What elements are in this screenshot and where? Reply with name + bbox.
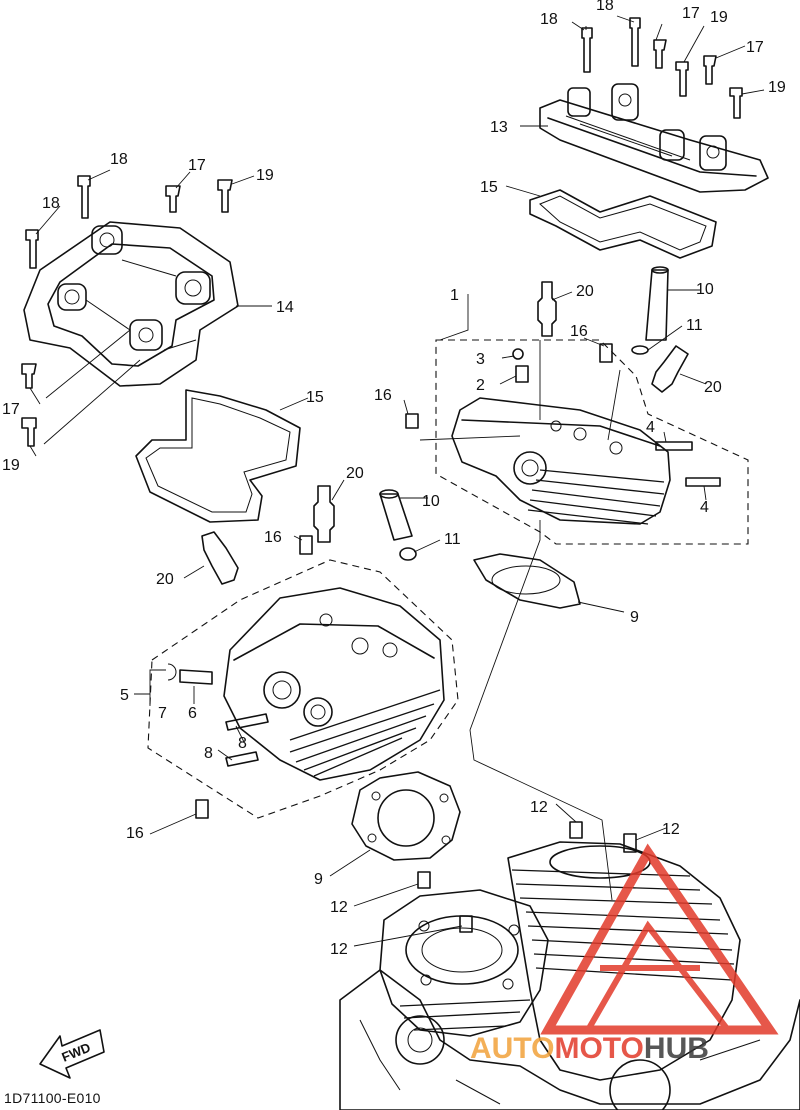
- rear-gasket-top: [529, 189, 717, 259]
- callout-13: 13: [490, 119, 508, 136]
- callout-8: 8: [204, 745, 213, 762]
- front-gasket-top: [135, 389, 301, 523]
- automotohub-watermark-logo: AUTOMOTOHUB: [470, 843, 779, 1065]
- callout-16: 16: [264, 529, 282, 546]
- watermark-moto: MOTO: [554, 1032, 643, 1065]
- callout-17: 17: [188, 157, 206, 174]
- callout-19: 19: [256, 167, 274, 184]
- forward-direction-arrow: FWD: [39, 1029, 105, 1079]
- front-spark-plugs: [201, 485, 335, 585]
- svg-text:AUTOMOTOHUB: AUTOMOTOHUB: [470, 1032, 709, 1065]
- leader-lines: [29, 15, 765, 947]
- callout-8: 8: [238, 735, 247, 752]
- rear-head-gasket: [473, 553, 581, 609]
- watermark-auto: AUTO: [470, 1032, 554, 1065]
- callout-6: 6: [188, 705, 197, 722]
- rear-spark-plugs: [537, 281, 689, 393]
- callout-19: 19: [710, 9, 728, 26]
- front-head-gasket: [351, 771, 461, 861]
- front-bolts: [21, 175, 233, 447]
- front-head-small-parts: [167, 535, 313, 819]
- callout-18: 18: [42, 195, 60, 212]
- callout-10: 10: [696, 281, 714, 298]
- callout-15: 15: [480, 179, 498, 196]
- front-rocker-bracket: [23, 221, 239, 387]
- callout-20: 20: [156, 571, 174, 588]
- callout-7: 7: [158, 705, 167, 722]
- callout-17: 17: [2, 401, 20, 418]
- callout-16: 16: [374, 387, 392, 404]
- callout-14: 14: [276, 299, 294, 316]
- callout-9: 9: [630, 609, 639, 626]
- callout-2: 2: [476, 377, 485, 394]
- rear-rocker-bracket: [539, 83, 769, 193]
- callout-17: 17: [746, 39, 764, 56]
- callout-9: 9: [314, 871, 323, 888]
- callout-15: 15: [306, 389, 324, 406]
- callout-18: 18: [110, 151, 128, 168]
- group-box-front-head: [147, 559, 459, 819]
- callout-10: 10: [422, 493, 440, 510]
- diagram-code: 1D71100-E010: [4, 1090, 101, 1106]
- callout-20: 20: [704, 379, 722, 396]
- callout-1: 1: [450, 287, 459, 304]
- callout-19: 19: [2, 457, 20, 474]
- engine-cylinders: [379, 841, 741, 1081]
- callout-12: 12: [530, 799, 548, 816]
- callout-11: 11: [444, 531, 461, 548]
- callout-11: 11: [686, 317, 703, 334]
- callout-16: 16: [126, 825, 144, 842]
- callout-4: 4: [646, 419, 655, 436]
- callout-18: 18: [596, 0, 614, 14]
- callout-20: 20: [346, 465, 364, 482]
- watermark-hub: HUB: [644, 1032, 709, 1065]
- rear-cylinder-head: [451, 397, 671, 525]
- callout-12: 12: [330, 941, 348, 958]
- group-box-rear-head: [435, 339, 749, 545]
- rear-bolts: [581, 17, 743, 119]
- engine-crankcase: [339, 969, 800, 1110]
- callout-16: 16: [570, 323, 588, 340]
- callout-12: 12: [330, 899, 348, 916]
- callout-17: 17: [682, 5, 700, 22]
- fwd-label: FWD: [60, 1040, 93, 1065]
- front-dowel-and-ring: [379, 489, 417, 561]
- callout-12: 12: [662, 821, 680, 838]
- callout-labels: 1 2 3 4 4 5 6 7 8 8 9 9 10 10 11 11 12 1…: [2, 0, 786, 958]
- callout-3: 3: [476, 351, 485, 368]
- callout-20: 20: [576, 283, 594, 300]
- callout-4: 4: [700, 499, 709, 516]
- callout-5: 5: [120, 687, 129, 704]
- callout-18: 18: [540, 11, 558, 28]
- rear-head-small-parts: [405, 343, 721, 487]
- rear-dowel-and-ring: [631, 266, 669, 355]
- callout-19: 19: [768, 79, 786, 96]
